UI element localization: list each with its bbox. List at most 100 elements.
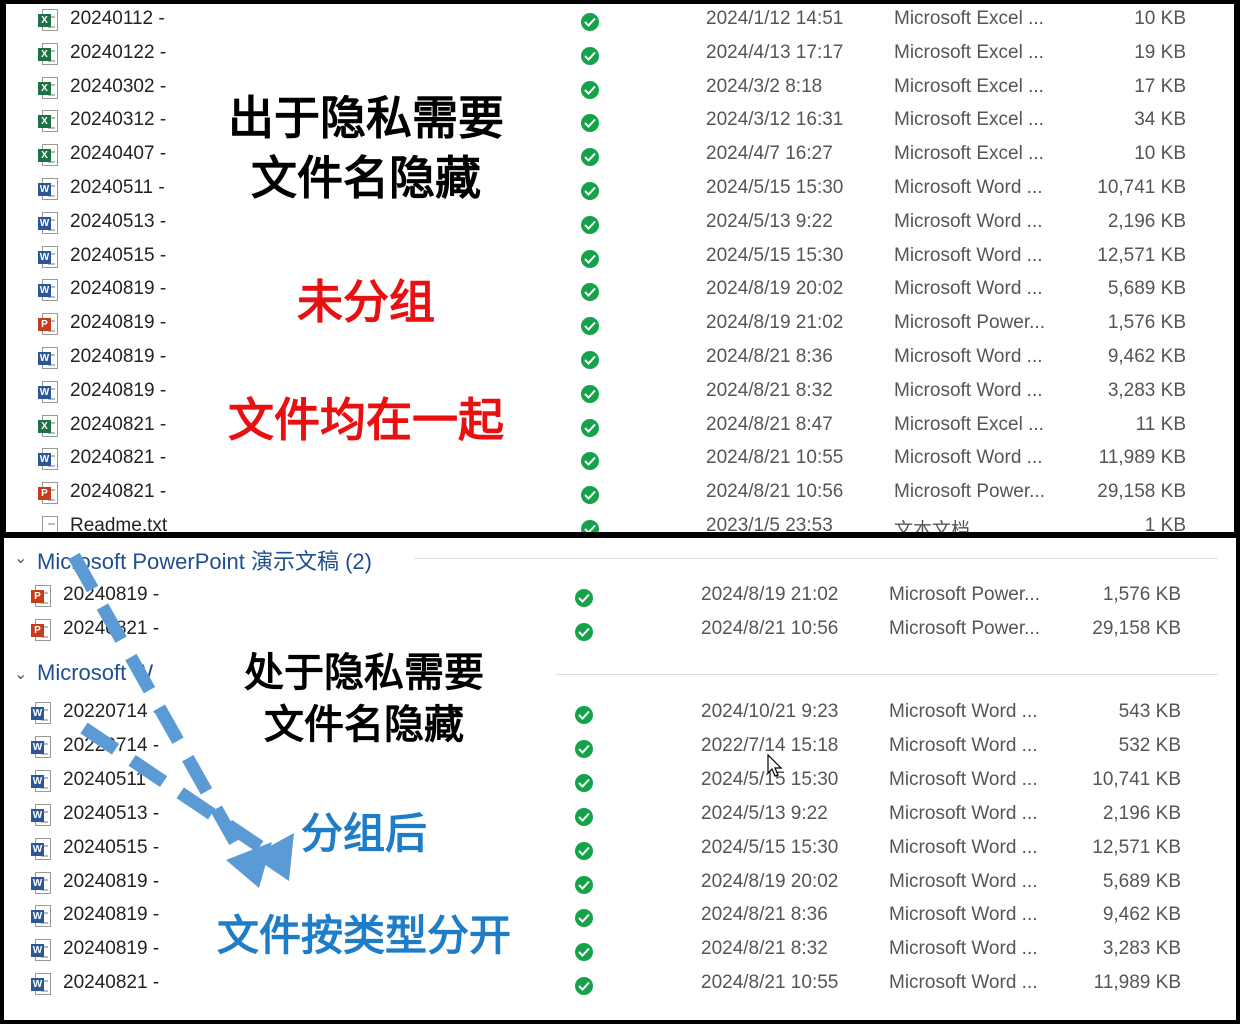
file-name[interactable]: Readme.txt bbox=[70, 515, 168, 532]
file-type: Microsoft Word ... bbox=[889, 768, 1038, 790]
file-modified-date: 2024/8/19 21:02 bbox=[701, 584, 839, 605]
file-name[interactable]: 20240513 - bbox=[70, 210, 167, 232]
file-name[interactable]: 20240821 - bbox=[63, 618, 160, 639]
file-type: Microsoft Word ... bbox=[894, 177, 1043, 198]
file-name[interactable]: 20240513 - bbox=[63, 802, 160, 824]
annotation-ungrouped: 未分组 bbox=[297, 275, 435, 329]
sync-status-check-icon bbox=[575, 706, 593, 724]
text-file-icon bbox=[38, 516, 60, 532]
file-name[interactable]: 20240819 - bbox=[63, 938, 160, 960]
file-modified-date: 2024/5/15 15:30 bbox=[701, 768, 839, 790]
file-name[interactable]: 20240515 - bbox=[63, 836, 160, 858]
file-name[interactable]: 20240819 - bbox=[63, 870, 160, 892]
annotation-separated: 文件按类型分开 bbox=[216, 911, 511, 960]
file-name[interactable]: 20240511 - bbox=[70, 177, 165, 198]
file-size: 3,283 KB bbox=[1107, 379, 1186, 401]
file-name[interactable]: 20240819 - bbox=[70, 278, 167, 300]
sync-status-check-icon bbox=[581, 46, 599, 65]
file-name[interactable]: 20240819 - bbox=[70, 312, 167, 334]
chevron-down-icon[interactable]: ⌄ bbox=[14, 550, 28, 567]
file-name[interactable]: 20220714 - bbox=[63, 701, 160, 722]
file-type: 文本文档 bbox=[894, 520, 971, 532]
annotation-privacy-line1: 处于隐私需要 bbox=[244, 650, 484, 696]
file-size: 2,196 KB bbox=[1107, 210, 1186, 232]
sync-status-check-icon bbox=[581, 80, 599, 99]
sync-status-check-icon bbox=[575, 589, 593, 607]
file-size: 532 KB bbox=[1118, 734, 1181, 756]
sync-status-check-icon bbox=[581, 452, 599, 471]
file-name[interactable]: 20240515 - bbox=[70, 244, 167, 266]
group-title-word: Microsoft W bbox=[37, 660, 154, 685]
word-file-icon: W bbox=[31, 803, 53, 828]
word-file-icon: W bbox=[31, 735, 53, 760]
file-name[interactable]: 20240819 - bbox=[70, 379, 167, 401]
file-modified-date: 2024/1/12 14:51 bbox=[706, 8, 844, 29]
file-type: Microsoft Word ... bbox=[889, 701, 1038, 722]
file-size: 10,741 KB bbox=[1092, 768, 1181, 790]
sync-status-check-icon bbox=[575, 773, 593, 792]
file-name[interactable]: 20240511 - bbox=[63, 768, 158, 790]
file-name[interactable]: 20240112 - bbox=[70, 8, 165, 29]
file-type: Microsoft Word ... bbox=[889, 938, 1038, 960]
file-name[interactable]: 20240821 - bbox=[70, 481, 167, 503]
powerpoint-file-icon: P bbox=[38, 482, 60, 506]
file-size: 10 KB bbox=[1134, 8, 1186, 29]
file-type: Microsoft Excel ... bbox=[894, 41, 1044, 63]
file-name[interactable]: 20240819 - bbox=[63, 904, 160, 926]
word-file-icon: W bbox=[38, 347, 60, 371]
file-name[interactable]: 20240819 - bbox=[63, 584, 160, 605]
annotation-privacy-line2: 文件名隐藏 bbox=[251, 151, 481, 205]
file-name[interactable]: 20240312 - bbox=[70, 109, 167, 131]
file-name[interactable]: 20240302 - bbox=[70, 75, 167, 97]
file-name[interactable]: 20240407 - bbox=[70, 143, 167, 165]
file-size: 3,283 KB bbox=[1102, 938, 1181, 960]
file-modified-date: 2024/8/19 20:02 bbox=[706, 278, 844, 300]
file-name[interactable]: 20240819 - bbox=[70, 346, 167, 367]
file-name[interactable]: 20240122 - bbox=[70, 41, 167, 63]
file-type: Microsoft Power... bbox=[889, 618, 1040, 639]
file-name[interactable]: 20220714 - bbox=[63, 734, 160, 756]
sync-status-check-icon bbox=[581, 283, 599, 302]
file-name[interactable]: 20240821 - bbox=[70, 413, 167, 435]
file-type: Microsoft Power... bbox=[894, 312, 1045, 334]
file-name[interactable]: 20240821 - bbox=[70, 447, 167, 469]
sync-status-check-icon bbox=[581, 351, 599, 369]
chevron-down-icon[interactable]: ⌄ bbox=[14, 666, 28, 683]
group-header-powerpoint[interactable]: ⌄ Microsoft PowerPoint 演示文稿 (2) bbox=[4, 540, 1236, 576]
file-size: 11 KB bbox=[1135, 413, 1186, 435]
file-type: Microsoft Word ... bbox=[894, 278, 1043, 300]
sync-status-check-icon bbox=[581, 249, 599, 268]
file-modified-date: 2024/5/13 9:22 bbox=[701, 802, 828, 824]
file-modified-date: 2024/4/13 17:17 bbox=[706, 41, 844, 63]
group-header-word[interactable]: ⌄ Microsoft W bbox=[4, 656, 1236, 692]
file-modified-date: 2024/8/19 21:02 bbox=[706, 312, 844, 334]
file-name[interactable]: 20240821 - bbox=[63, 972, 160, 994]
